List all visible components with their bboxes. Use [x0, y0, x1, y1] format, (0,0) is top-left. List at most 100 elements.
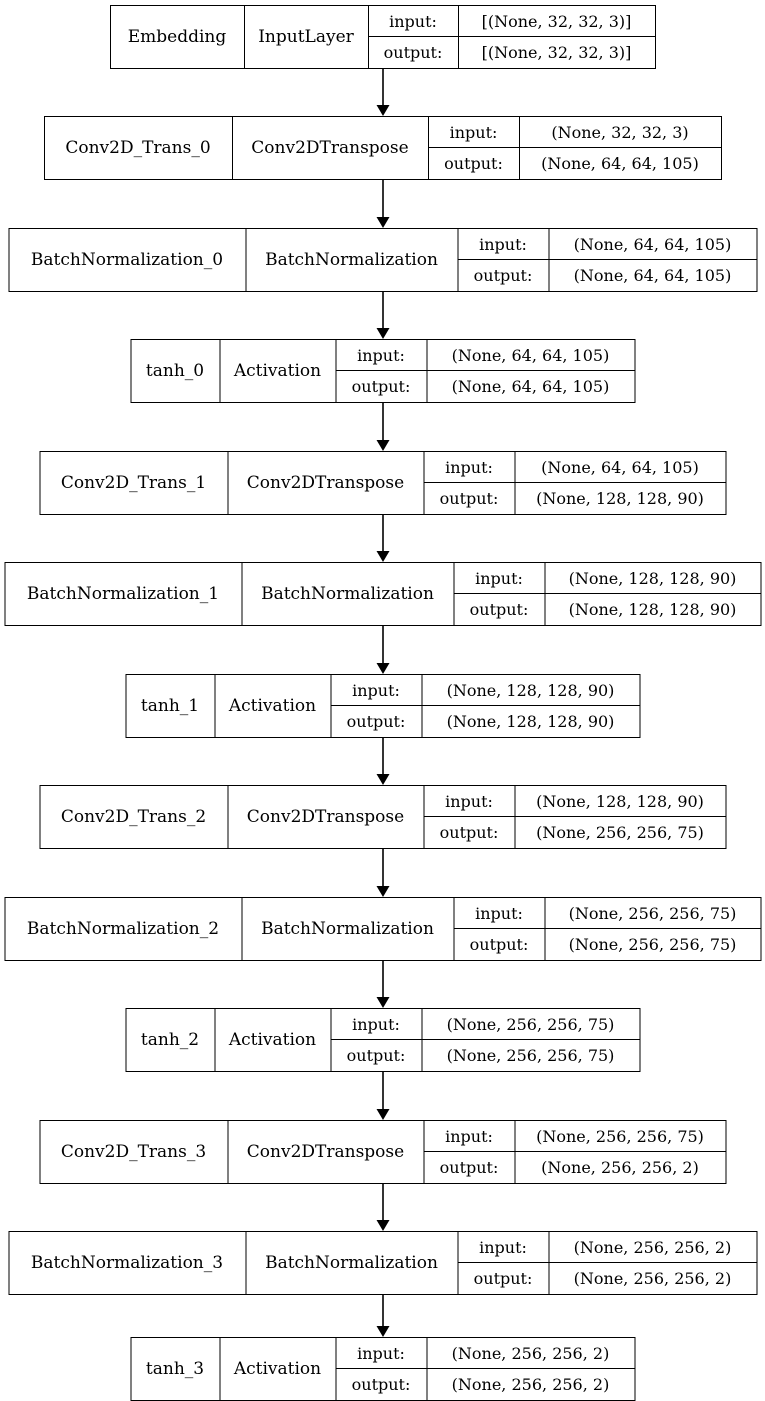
edge-embedding-to-conv2d-trans-0 [376, 69, 390, 116]
node-name-batchnorm-3: BatchNormalization_3 [9, 1232, 246, 1294]
node-io-labels-batchnorm-3: input:output: [458, 1232, 549, 1294]
node-io-shapes-conv2d-trans-3: (None, 256, 256, 75) (None, 256, 256, 2) [515, 1121, 725, 1183]
edge-conv2d-trans-0-to-batchnorm-0 [376, 180, 390, 228]
output-label-batchnorm-2: output: [469, 935, 529, 954]
input-label-batchnorm-2: input: [454, 898, 544, 929]
output-shape-tanh-0: (None, 64, 64, 105) [451, 377, 610, 396]
input-label-tanh-1: input: [331, 675, 421, 706]
output-label-conv2d-trans-0: output: [444, 154, 503, 173]
node-class-batchnorm-0: BatchNormalization [246, 229, 458, 291]
edge-tanh-1-to-conv2d-trans-2 [376, 738, 390, 785]
node-name-conv2d-trans-3: Conv2D_Trans_3 [40, 1121, 228, 1183]
node-io-shapes-tanh-2: (None, 256, 256, 75)(None, 256, 256, 75) [422, 1009, 639, 1071]
input-label-embedding: input: [368, 6, 458, 37]
node-io-labels-batchnorm-0: input: output: [458, 229, 549, 291]
node-io-shapes-tanh-0: (None, 64, 64, 105)(None, 64, 64, 105) [427, 340, 634, 402]
node-name-batchnorm-1: BatchNormalization_1 [5, 563, 242, 625]
node-io-shapes-batchnorm-1: (None, 128, 128, 90)(None, 128, 128, 90) [545, 563, 760, 625]
node-class-tanh-1: Activation [215, 675, 331, 737]
input-label-batchnorm-1: input: [454, 563, 544, 594]
arrowhead-icon [376, 997, 390, 1008]
node-io-shapes-tanh-3: (None, 256, 256, 2) (None, 256, 256, 2) [427, 1338, 634, 1400]
output-label-tanh-0: output: [351, 377, 411, 396]
input-shape-batchnorm-2: (None, 256, 256, 75) [545, 898, 760, 929]
edge-batchnorm-2-to-tanh-2 [376, 961, 390, 1008]
arrowhead-icon [376, 886, 390, 897]
node-class-conv2d-trans-2: Conv2DTranspose [228, 786, 424, 848]
node-io-labels-conv2d-trans-2: input: output: [424, 786, 515, 848]
node-name-conv2d-trans-1: Conv2D_Trans_1 [40, 452, 228, 514]
edge-tanh-0-to-conv2d-trans-1 [376, 403, 390, 451]
output-label-batchnorm-1: output: [469, 600, 529, 619]
output-label-embedding: output: [383, 43, 443, 62]
input-label-conv2d-trans-2: input: [424, 786, 514, 817]
edge-batchnorm-1-to-tanh-1 [376, 626, 390, 674]
node-name-embedding: Embedding [111, 6, 245, 68]
node-io-shapes-batchnorm-0: (None, 64, 64, 105)(None, 64, 64, 105) [549, 229, 756, 291]
node-class-tanh-3: Activation [220, 1338, 336, 1400]
output-shape-tanh-1: (None, 128, 128, 90) [446, 712, 615, 731]
node-io-shapes-tanh-1: (None, 128, 128, 90)(None, 128, 128, 90) [422, 675, 639, 737]
node-class-tanh-2: Activation [215, 1009, 331, 1071]
edge-tanh-2-to-conv2d-trans-3 [376, 1072, 390, 1120]
node-io-labels-embedding: input: output: [368, 6, 459, 68]
node-io-labels-tanh-2: input: output: [331, 1009, 422, 1071]
input-shape-conv2d-trans-0: (None, 32, 32, 3) [519, 117, 721, 148]
output-label-conv2d-trans-2: output: [439, 823, 499, 842]
output-label-tanh-2: output: [346, 1046, 406, 1065]
node-class-batchnorm-2: BatchNormalization [242, 898, 454, 960]
input-label-tanh-0: input: [336, 340, 426, 371]
arrowhead-icon [376, 1326, 390, 1337]
node-class-conv2d-trans-3: Conv2DTranspose [228, 1121, 424, 1183]
input-label-conv2d-trans-1: input: [424, 452, 514, 483]
node-io-shapes-conv2d-trans-0: (None, 32, 32, 3) (None, 64, 64, 105) [519, 117, 721, 179]
output-shape-conv2d-trans-0: (None, 64, 64, 105) [541, 154, 699, 173]
arrowhead-icon [376, 774, 390, 785]
output-label-conv2d-trans-1: output: [439, 489, 499, 508]
node-io-shapes-embedding: [(None, 32, 32, 3)] [(None, 32, 32, 3)] [458, 6, 655, 68]
node-io-labels-conv2d-trans-1: input: output: [424, 452, 515, 514]
output-shape-embedding: [(None, 32, 32, 3)] [481, 43, 632, 62]
output-label-conv2d-trans-3: output: [439, 1158, 499, 1177]
input-shape-conv2d-trans-3: (None, 256, 256, 75) [515, 1121, 725, 1152]
input-shape-tanh-2: (None, 256, 256, 75) [422, 1009, 639, 1040]
output-shape-batchnorm-1: (None, 128, 128, 90) [568, 600, 737, 619]
output-label-batchnorm-0: output: [473, 266, 533, 285]
output-shape-tanh-3: (None, 256, 256, 2) [451, 1375, 610, 1394]
node-class-embedding: InputLayer [245, 6, 369, 68]
input-shape-batchnorm-3: (None, 256, 256, 2) [549, 1232, 756, 1263]
output-label-tanh-3: output: [351, 1375, 411, 1394]
input-shape-embedding: [(None, 32, 32, 3)] [458, 6, 655, 37]
node-io-labels-tanh-3: input:output: [336, 1338, 427, 1400]
input-shape-tanh-3: (None, 256, 256, 2) [427, 1338, 634, 1369]
input-label-batchnorm-0: input: [458, 229, 548, 260]
node-name-tanh-2: tanh_2 [126, 1009, 215, 1071]
input-label-tanh-2: input: [331, 1009, 421, 1040]
output-shape-batchnorm-0: (None, 64, 64, 105) [573, 266, 732, 285]
edge-conv2d-trans-3-to-batchnorm-3 [376, 1184, 390, 1231]
output-shape-conv2d-trans-3: (None, 256, 256, 2) [541, 1158, 699, 1177]
node-name-batchnorm-2: BatchNormalization_2 [5, 898, 242, 960]
input-label-conv2d-trans-0: input: [428, 117, 519, 148]
node-name-conv2d-trans-2: Conv2D_Trans_2 [40, 786, 228, 848]
input-label-conv2d-trans-3: input: [424, 1121, 514, 1152]
node-name-tanh-0: tanh_0 [131, 340, 220, 402]
edge-batchnorm-3-to-tanh-3 [376, 1295, 390, 1337]
arrowhead-icon [376, 1220, 390, 1231]
node-io-shapes-batchnorm-2: (None, 256, 256, 75)(None, 256, 256, 75) [545, 898, 760, 960]
arrowhead-icon [376, 663, 390, 674]
